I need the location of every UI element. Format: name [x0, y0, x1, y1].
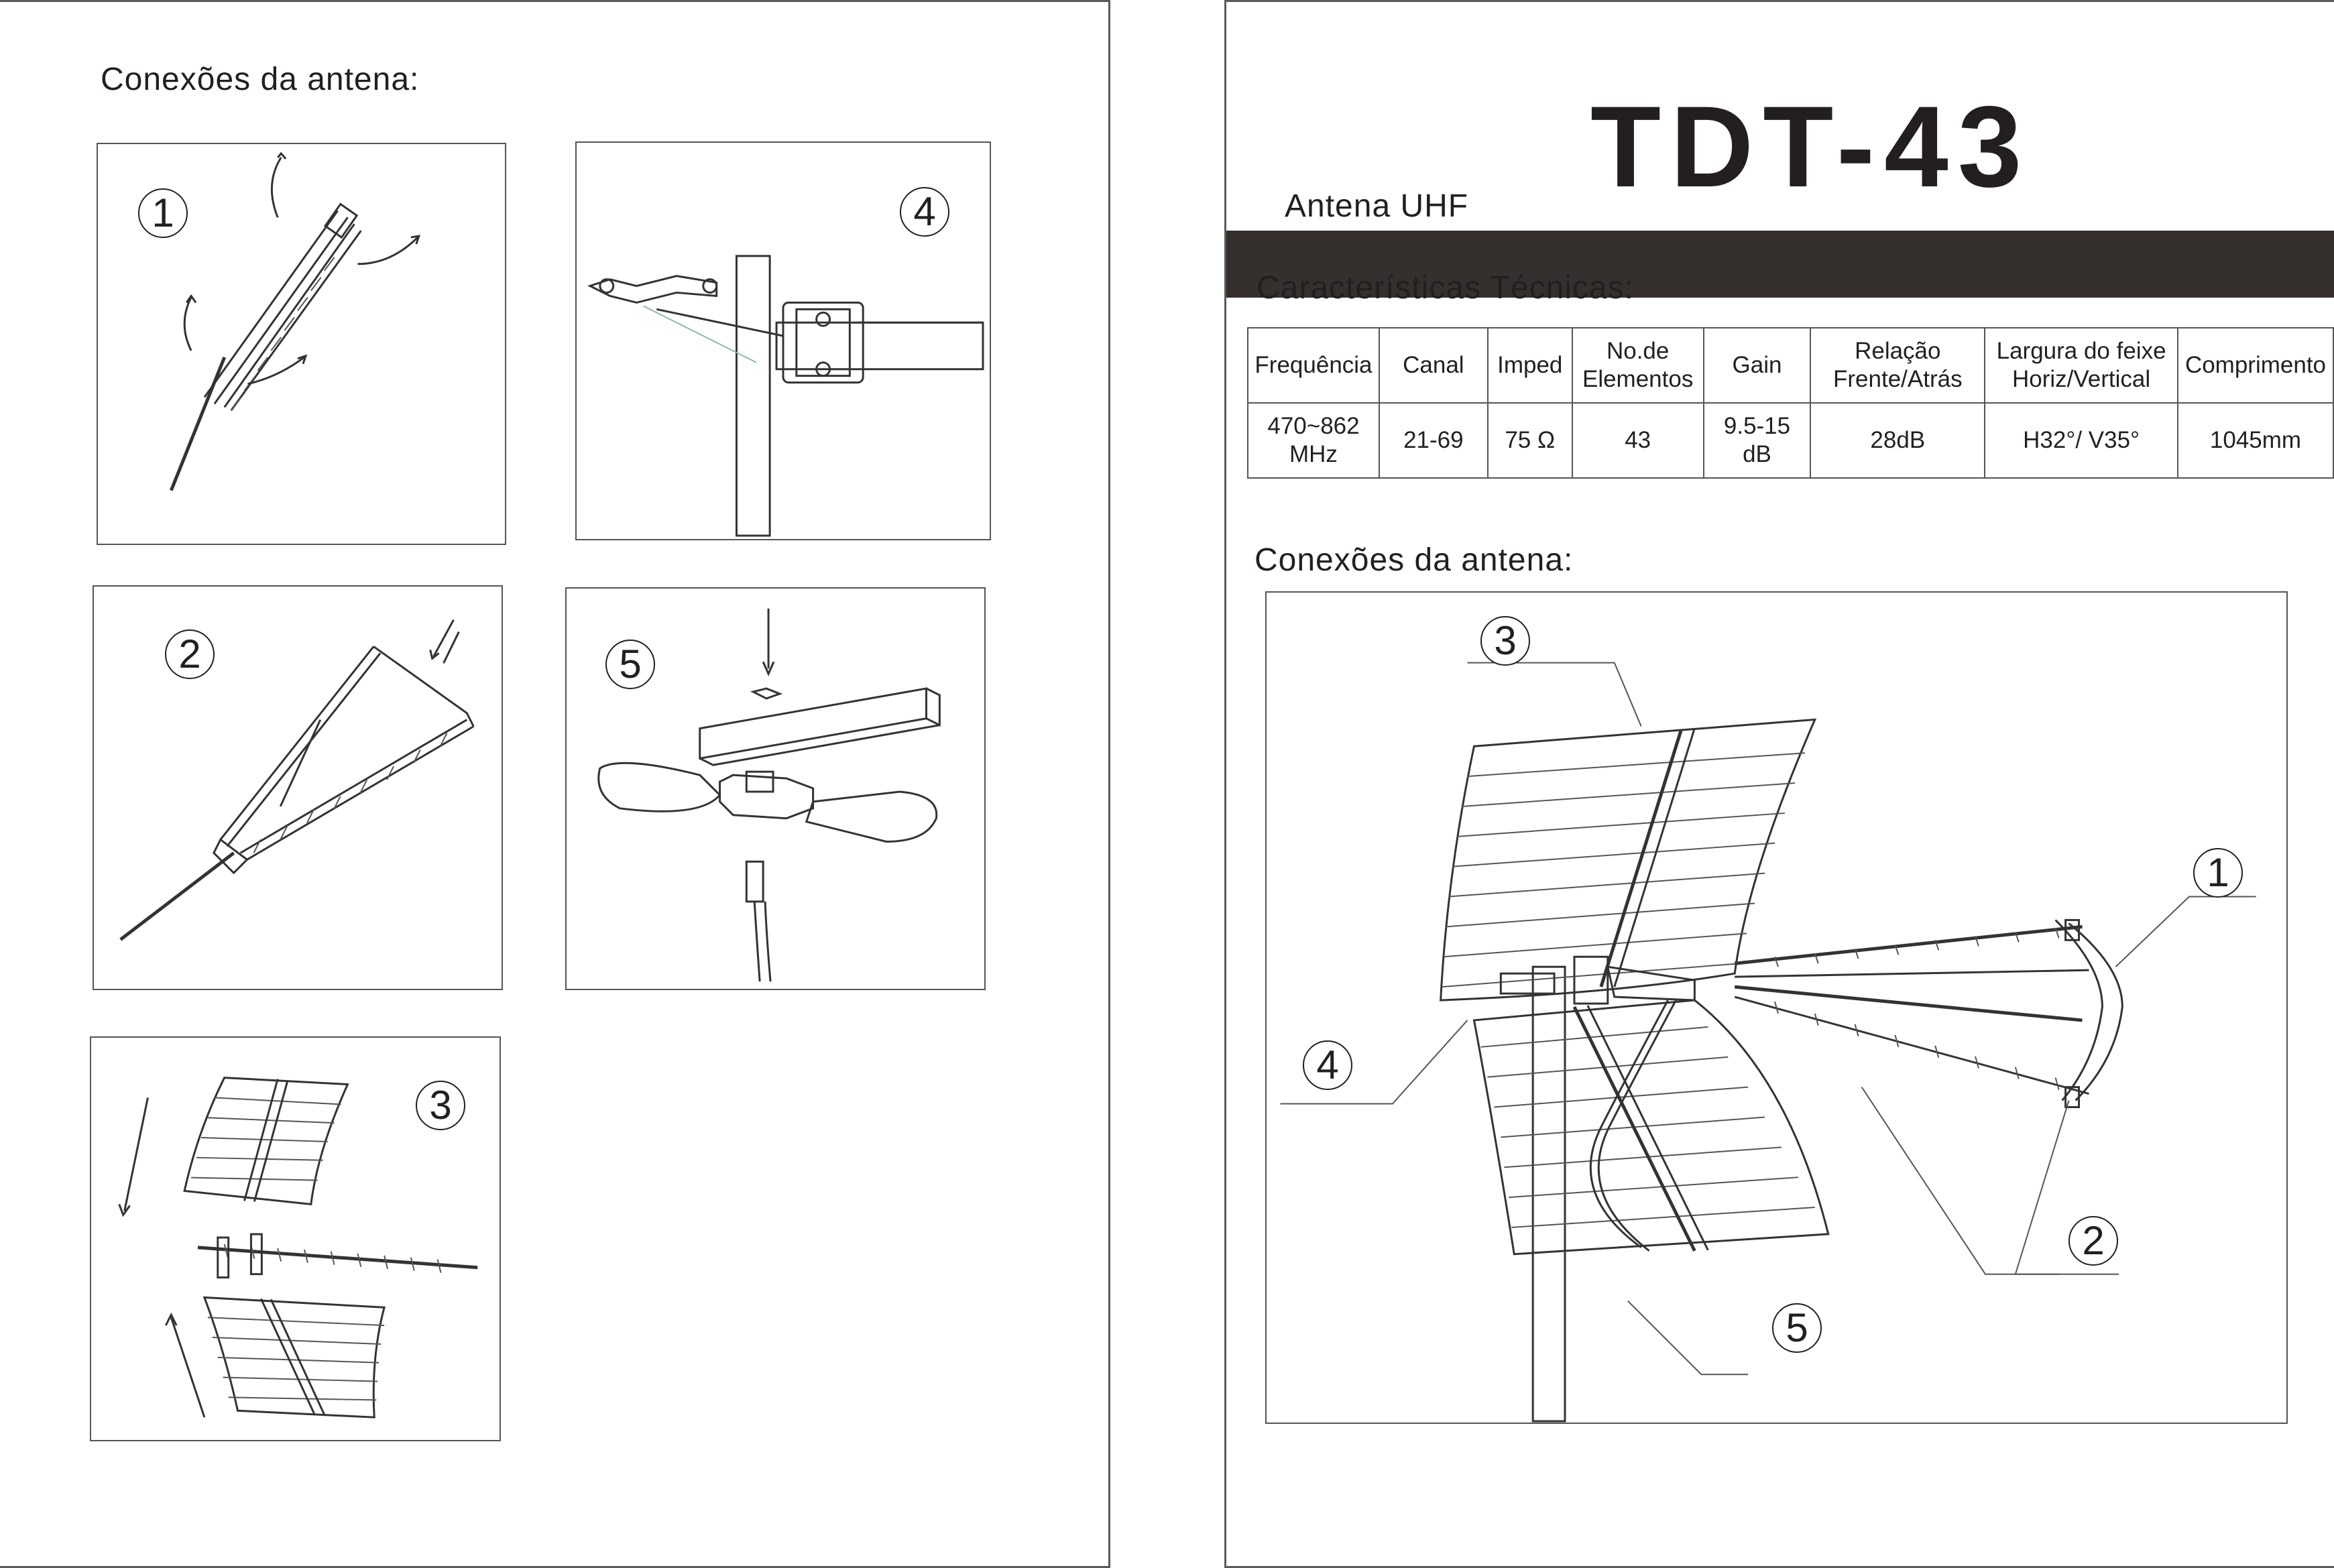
- specs-header-row: Frequência Canal Imped No.de Elementos G…: [1247, 327, 2334, 404]
- connections-heading: Conexões da antena:: [1254, 542, 1574, 578]
- left-page: Conexões da antena: 1 4: [0, 0, 1110, 1568]
- header-channel: Canal: [1378, 327, 1489, 404]
- value-beamwidth: H32°/ V35°: [1984, 402, 2178, 479]
- value-elements: 43: [1571, 402, 1704, 479]
- specs-heading: Características Técnicas:: [1257, 270, 1634, 306]
- step-5-number: 5: [605, 640, 655, 689]
- callout-4: 4: [1303, 1040, 1352, 1090]
- left-heading: Conexões da antena:: [101, 62, 420, 97]
- step-2-number: 2: [165, 629, 215, 679]
- header-band: [1226, 231, 2334, 298]
- step-1-number: 1: [138, 188, 188, 238]
- value-frequency: 470~862 MHz: [1247, 402, 1380, 479]
- callout-5: 5: [1772, 1303, 1822, 1353]
- step-3-panel: 3: [90, 1036, 501, 1441]
- header-gain: Gain: [1702, 327, 1812, 404]
- step-3-number: 3: [416, 1081, 465, 1130]
- step-4-panel: 4: [575, 141, 991, 540]
- value-front-back: 28dB: [1810, 402, 1986, 479]
- header-front-back: Relação Frente/Atrás: [1810, 327, 1986, 404]
- assembled-antenna-illustration: [1280, 662, 2256, 1423]
- callout-2: 2: [2068, 1216, 2118, 1266]
- step-2-illustration: [119, 619, 475, 941]
- step-4-number: 4: [900, 187, 949, 237]
- header-impedance: Imped: [1486, 327, 1573, 404]
- value-impedance: 75 Ω: [1486, 402, 1573, 479]
- step-1-illustration: [169, 152, 421, 491]
- specs-table: Frequência Canal Imped No.de Elementos G…: [1247, 327, 2334, 479]
- value-channel: 21-69: [1378, 402, 1489, 479]
- value-gain: 9.5-15 dB: [1702, 402, 1812, 479]
- header-frequency: Frequência: [1247, 327, 1380, 404]
- callout-3: 3: [1480, 616, 1530, 666]
- step-5-panel: 5: [565, 587, 986, 990]
- specs-value-row: 470~862 MHz 21-69 75 Ω 43 9.5-15 dB 28dB…: [1247, 402, 2334, 479]
- step-2-panel: 2: [93, 585, 503, 990]
- step-5-illustration: [597, 608, 941, 982]
- step-1-panel: 1: [97, 143, 506, 545]
- model-title: TDT-43: [1590, 82, 2032, 211]
- step-4-illustration: [587, 255, 984, 537]
- header-elements: No.de Elementos: [1571, 327, 1704, 404]
- product-subtitle: Antena UHF: [1285, 188, 1469, 224]
- step-3-illustration: [118, 1077, 478, 1419]
- assembled-antenna-panel: 3 1 4 2 5: [1265, 591, 2288, 1424]
- header-beamwidth: Largura do feixe Horiz/Vertical: [1984, 327, 2178, 404]
- header-length: Comprimento: [2176, 327, 2334, 404]
- callout-1: 1: [2193, 848, 2243, 898]
- value-length: 1045mm: [2176, 402, 2334, 479]
